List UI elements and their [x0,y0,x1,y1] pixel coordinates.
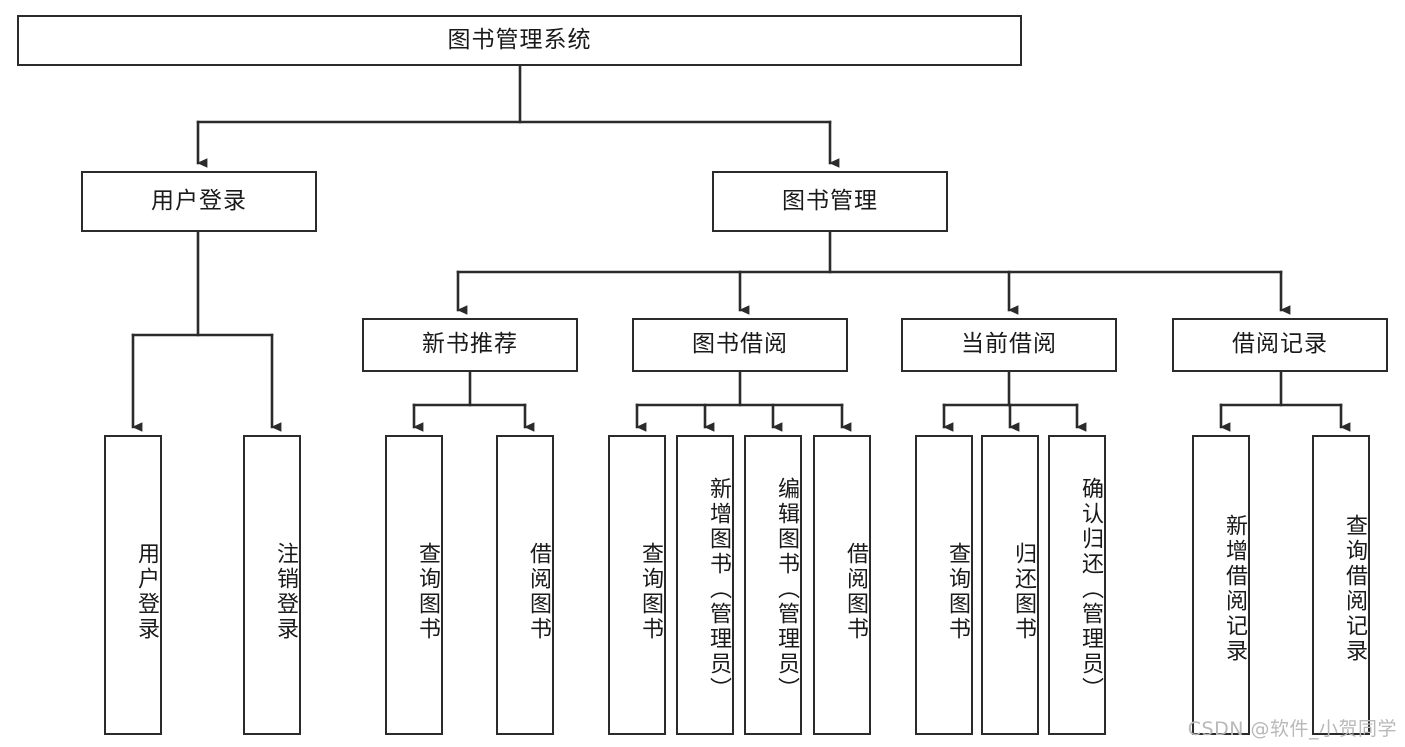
node-leaf-edit-book-label: 编辑图书（管理员） [774,476,799,702]
node-leaf-query-book-1[interactable]: 查询图书 [385,435,443,735]
node-leaf-query-record[interactable]: 查询借阅记录 [1312,435,1370,735]
node-leaf-query-book-1-label: 查询图书 [415,542,440,642]
node-current-borrow-label: 当前借阅 [961,331,1057,358]
node-leaf-user-logout[interactable]: 注销登录 [243,435,301,735]
node-leaf-user-login[interactable]: 用户登录 [104,435,162,735]
node-leaf-add-book[interactable]: 新增图书（管理员） [676,435,734,735]
node-leaf-user-login-label: 用户登录 [134,542,159,642]
node-leaf-query-book-2-label: 查询图书 [638,542,663,642]
node-book-manage[interactable]: 图书管理 [712,171,948,232]
node-root[interactable]: 图书管理系统 [17,15,1022,66]
node-borrow-record-label: 借阅记录 [1232,331,1328,358]
node-user-login-label: 用户登录 [151,187,247,214]
node-leaf-confirm-return[interactable]: 确认归还（管理员） [1048,435,1106,735]
node-book-borrow[interactable]: 图书借阅 [632,318,848,372]
node-book-borrow-label: 图书借阅 [692,331,788,358]
node-leaf-borrow-book-1-label: 借阅图书 [526,542,551,642]
node-leaf-query-book-3-label: 查询图书 [945,542,970,642]
node-leaf-borrow-book-2[interactable]: 借阅图书 [813,435,871,735]
node-leaf-query-record-label: 查询借阅记录 [1342,514,1367,664]
node-leaf-add-record-label: 新增借阅记录 [1222,514,1247,664]
node-current-borrow[interactable]: 当前借阅 [901,318,1117,372]
node-leaf-borrow-book-2-label: 借阅图书 [843,542,868,642]
node-leaf-query-book-3[interactable]: 查询图书 [915,435,973,735]
node-new-book-recommend[interactable]: 新书推荐 [362,318,578,372]
node-leaf-return-book[interactable]: 归还图书 [981,435,1039,735]
node-new-book-recommend-label: 新书推荐 [422,331,518,358]
node-leaf-add-book-label: 新增图书（管理员） [706,476,731,702]
node-leaf-edit-book[interactable]: 编辑图书（管理员） [744,435,802,735]
node-leaf-confirm-return-label: 确认归还（管理员） [1078,476,1103,702]
node-borrow-record[interactable]: 借阅记录 [1172,318,1388,372]
node-book-manage-label: 图书管理 [782,187,878,214]
node-leaf-return-book-label: 归还图书 [1011,542,1036,642]
node-leaf-query-book-2[interactable]: 查询图书 [608,435,666,735]
node-leaf-borrow-book-1[interactable]: 借阅图书 [496,435,554,735]
node-user-login[interactable]: 用户登录 [81,171,317,232]
watermark: CSDN @软件_小贺同学 [1187,718,1397,740]
node-leaf-add-record[interactable]: 新增借阅记录 [1192,435,1250,735]
node-leaf-user-logout-label: 注销登录 [273,542,298,642]
node-root-label: 图书管理系统 [447,26,592,53]
